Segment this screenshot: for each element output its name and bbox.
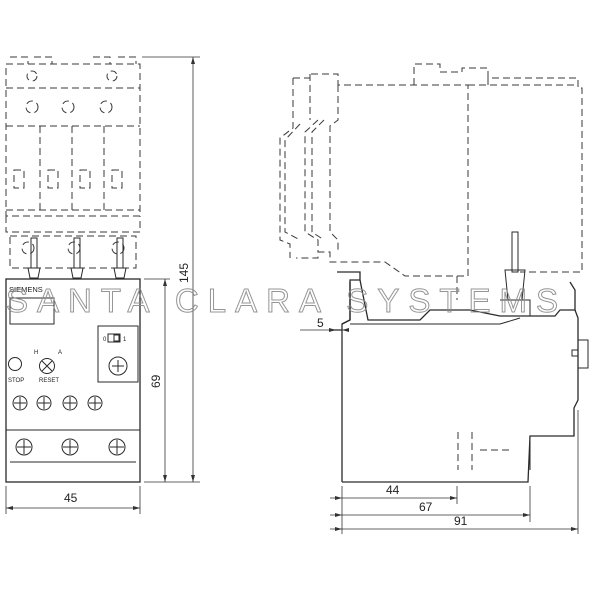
brand-label: SIEMENS (9, 285, 43, 294)
front-relay-body (5, 278, 141, 483)
a-label: A (58, 350, 62, 356)
watermark-text: SANTA CLARA SYSTEMS (6, 282, 567, 319)
stop-label: STOP (8, 378, 24, 384)
h-label: H (34, 350, 38, 356)
stop-button[interactable] (8, 357, 22, 371)
reset-label: RESET (39, 378, 59, 384)
dim-height-total (142, 56, 200, 482)
side-contactor-outline (279, 63, 583, 300)
dim-depths (330, 410, 579, 534)
front-connection-pins (27, 237, 127, 279)
svg-text:0: 0 (103, 337, 107, 343)
dim-45-label: 45 (64, 491, 78, 505)
terminal-screws-lower (15, 438, 126, 456)
current-dial-icon[interactable] (39, 358, 55, 374)
dim-69-label: 69 (149, 374, 163, 388)
dim-91-label: 91 (454, 514, 468, 528)
dim-offset-side (300, 324, 349, 338)
svg-text:1: 1 (123, 337, 127, 343)
side-relay-body (330, 231, 589, 483)
adjust-screw-icon[interactable] (108, 356, 128, 376)
terminal-screws-upper (12, 395, 103, 411)
dim-width-front (5, 486, 141, 514)
front-contactor-outline (5, 56, 141, 269)
dim-67-label: 67 (419, 500, 433, 514)
dim-5-label: 5 (317, 316, 324, 330)
manual-auto-switch[interactable]: 0 1 (103, 333, 127, 343)
dim-145-label: 145 (177, 263, 191, 283)
dim-44-label: 44 (386, 483, 400, 497)
dim-height-relay (144, 278, 200, 483)
